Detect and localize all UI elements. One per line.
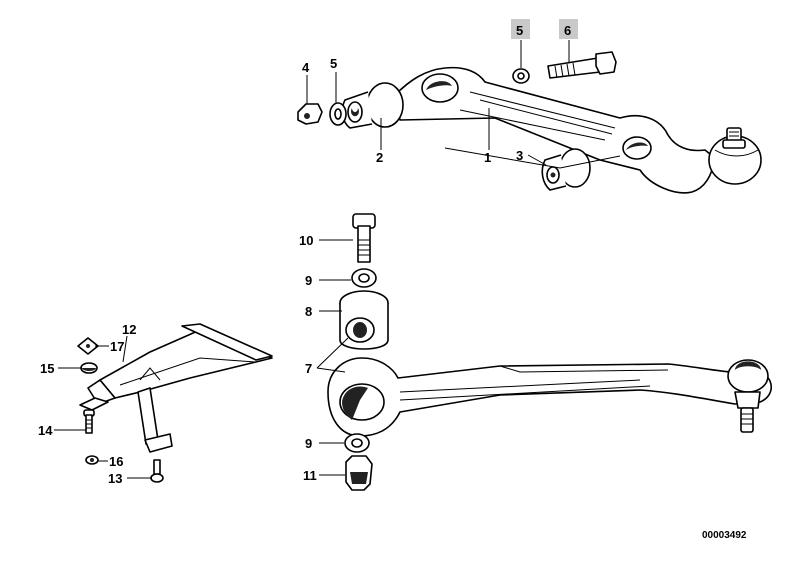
bracket-plate-12[interactable] <box>79 323 273 453</box>
rubber-mount-3[interactable] <box>541 148 591 191</box>
highlight-box-6 <box>559 19 578 39</box>
lower-control-arm-assembly <box>316 213 773 491</box>
diagram-reference-number: 00003492 <box>702 530 747 541</box>
control-arm-1[interactable] <box>394 66 716 194</box>
hex-bolt-10[interactable] <box>352 213 376 263</box>
callout-labels: 4 5 5 6 2 1 3 10 9 8 7 9 11 12 17 15 14 … <box>38 19 578 486</box>
callout-9-bottom[interactable]: 9 <box>305 436 312 451</box>
screw-16[interactable] <box>85 455 99 465</box>
callout-1[interactable]: 1 <box>484 150 491 165</box>
washer-9-top[interactable] <box>351 268 377 288</box>
callout-12[interactable]: 12 <box>122 322 136 337</box>
callout-10[interactable]: 10 <box>299 233 313 248</box>
hex-nut-11[interactable] <box>345 455 373 491</box>
nut-15[interactable] <box>80 362 98 374</box>
rubber-mount-8[interactable] <box>339 290 389 350</box>
callout-11[interactable]: 11 <box>303 468 317 483</box>
upper-control-arm-assembly <box>297 40 762 194</box>
callout-4[interactable]: 4 <box>302 60 310 75</box>
rubber-mount-2[interactable] <box>341 82 404 129</box>
callout-16[interactable]: 16 <box>109 454 123 469</box>
callout-5-left[interactable]: 5 <box>330 56 337 71</box>
highlight-box-5 <box>511 19 530 39</box>
callout-8[interactable]: 8 <box>305 304 312 319</box>
callout-7[interactable]: 7 <box>305 361 312 376</box>
hex-nut-4[interactable] <box>297 103 323 125</box>
control-arm-7[interactable] <box>327 357 773 437</box>
callout-3[interactable]: 3 <box>516 148 523 163</box>
hex-bolt-6[interactable] <box>547 51 617 79</box>
washer-5-left[interactable] <box>329 102 347 126</box>
callout-5-highlighted[interactable]: 5 <box>516 23 523 38</box>
callout-15[interactable]: 15 <box>40 361 54 376</box>
screw-14[interactable] <box>83 409 95 434</box>
bracket-assembly <box>54 323 273 483</box>
callout-9-top[interactable]: 9 <box>305 273 312 288</box>
washer-5-top[interactable] <box>512 68 530 84</box>
callout-17[interactable]: 17 <box>110 339 124 354</box>
callout-2[interactable]: 2 <box>376 150 383 165</box>
callout-13[interactable]: 13 <box>108 471 122 486</box>
ball-joint <box>708 127 762 185</box>
washer-9-bottom[interactable] <box>344 433 370 453</box>
screw-13[interactable] <box>150 459 164 483</box>
callout-14[interactable]: 14 <box>38 423 53 438</box>
callout-6-highlighted[interactable]: 6 <box>564 23 571 38</box>
